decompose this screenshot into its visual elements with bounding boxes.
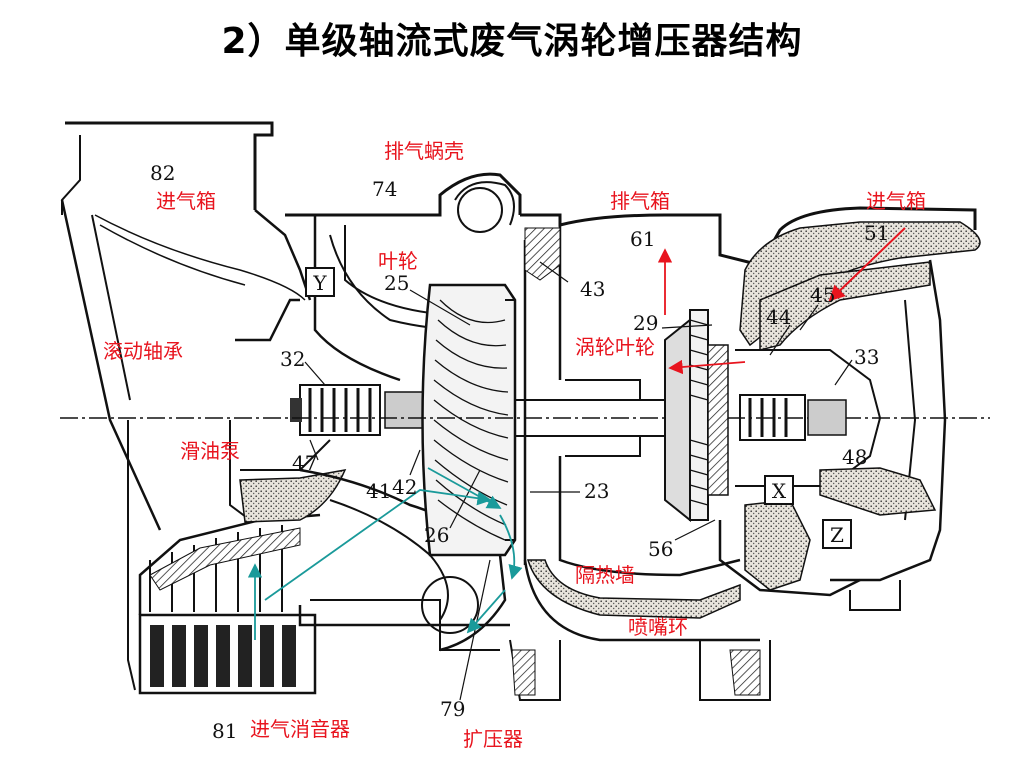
- label-impeller: 叶轮: [378, 249, 418, 273]
- leader-lines: [304, 261, 853, 701]
- part-number: 41: [366, 479, 391, 503]
- part-number: 29: [633, 311, 658, 335]
- label-intake-box-left: 进气箱: [156, 189, 216, 213]
- part-number: 47: [292, 451, 317, 475]
- part-number: 42: [392, 475, 417, 499]
- label-heat-shield: 隔热墙: [575, 563, 635, 587]
- part-number: 48: [842, 445, 867, 469]
- label-rolling-bearing: 滚动轴承: [103, 339, 183, 363]
- part-number: 43: [580, 277, 605, 301]
- part-number: 61: [630, 227, 655, 251]
- part-number: 79: [440, 697, 465, 721]
- svg-text:X: X: [772, 479, 787, 503]
- marker-y: Y: [305, 267, 335, 297]
- turbine-wheel: [664, 309, 729, 523]
- part-number: 25: [384, 271, 409, 295]
- part-number: 26: [424, 523, 449, 547]
- exhaust-box-structure: [509, 213, 771, 701]
- label-turbine-wheel: 涡轮叶轮: [575, 335, 655, 359]
- marker-x: X: [764, 475, 794, 505]
- part-number: 82: [150, 161, 175, 185]
- compressor-impeller: [421, 283, 517, 557]
- part-number: 51: [864, 221, 889, 245]
- label-intake-silencer: 进气消音器: [250, 717, 350, 741]
- part-number: 33: [854, 345, 879, 369]
- label-nozzle-ring: 喷嘴环: [628, 615, 688, 639]
- label-exhaust-volute: 排气蜗壳: [384, 139, 464, 163]
- intake-silencer-structure: [138, 513, 321, 695]
- intake-box-right-structure: [710, 206, 981, 611]
- part-number: 45: [810, 283, 835, 307]
- flow-arrows: [247, 227, 906, 640]
- page-title: 2）单级轴流式废气涡轮增压器结构: [221, 21, 803, 62]
- marker-z: Z: [822, 519, 852, 549]
- part-number: 32: [280, 347, 305, 371]
- part-number: 44: [766, 305, 791, 329]
- part-number: 74: [372, 177, 397, 201]
- label-oil-pump: 滑油泵: [180, 439, 240, 463]
- intake-box-left-structure: [60, 121, 312, 691]
- svg-text:Z: Z: [830, 523, 844, 547]
- label-diffuser: 扩压器: [463, 727, 523, 751]
- label-exhaust-box: 排气箱: [610, 189, 670, 213]
- part-number: 56: [648, 537, 673, 561]
- part-number: 81: [212, 719, 237, 743]
- svg-text:Y: Y: [312, 271, 327, 295]
- label-intake-box-right: 进气箱: [866, 189, 926, 213]
- part-number: 23: [584, 479, 609, 503]
